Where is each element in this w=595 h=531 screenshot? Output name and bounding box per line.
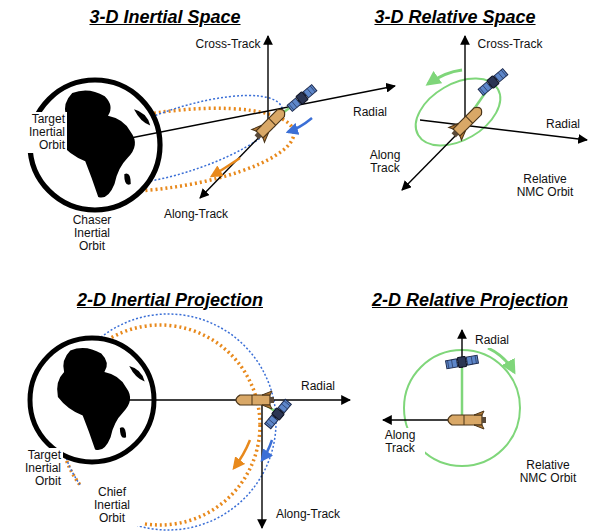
panel-title: 2-D Relative Projection xyxy=(370,289,570,312)
orbit-label: Target Inertial Orbit xyxy=(3,448,63,489)
axis-label: Along Track xyxy=(361,148,410,176)
orbit-label: Relative NMC Orbit xyxy=(507,172,583,200)
axis-label: Along-Track xyxy=(162,207,230,222)
axis-label: Along-Track xyxy=(274,507,342,522)
orbit-label: Relative NMC Orbit xyxy=(510,458,586,486)
panel-title: 3-D Inertial Space xyxy=(87,6,242,29)
orbit-label: Chief Inertial Orbit xyxy=(80,485,144,526)
inertial-3d-scene xyxy=(30,36,395,210)
relative-3d-scene xyxy=(402,36,587,190)
orbit-label: Chaser Inertial Orbit xyxy=(58,213,126,254)
orbit-label: Target Inertial Orbit xyxy=(3,112,67,153)
inertial-2d-scene xyxy=(30,314,350,530)
axis-label: Cross-Track xyxy=(476,37,545,52)
panel-title: 2-D Inertial Projection xyxy=(75,289,265,312)
axis-label: Radial xyxy=(299,379,337,394)
axis-label: Cross-Track xyxy=(194,37,263,52)
axis-label: Along Track xyxy=(376,428,425,456)
panel-title: 3-D Relative Space xyxy=(372,6,537,29)
axis-label: Radial xyxy=(473,333,511,348)
axis-label: Radial xyxy=(544,117,582,132)
axis-label: Radial xyxy=(351,105,389,120)
